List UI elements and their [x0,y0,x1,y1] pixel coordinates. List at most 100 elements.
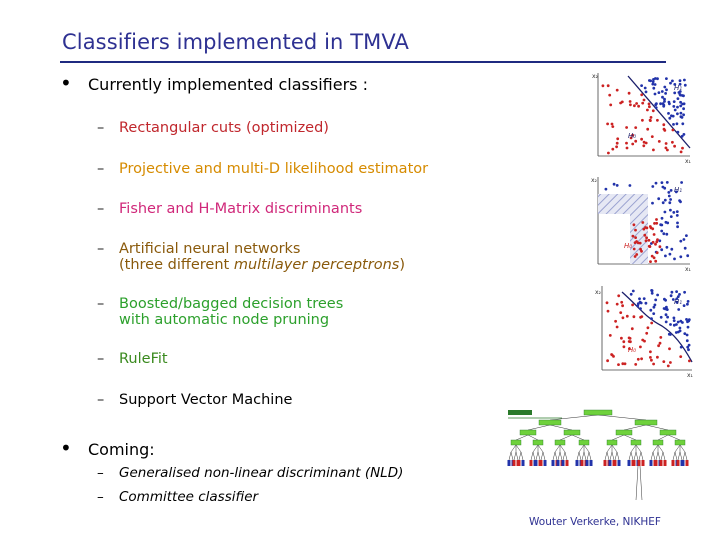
background-point [650,254,654,258]
signal-point [672,123,675,126]
tree-edge [609,451,613,461]
background-point [629,136,633,140]
signal-point [652,312,656,315]
signal-point [644,301,648,305]
signal-point [685,234,688,237]
signal-point [667,194,671,198]
tree-edge [564,451,568,461]
tree-edge [623,434,637,441]
signal-point [674,190,678,194]
tree-edge [672,451,676,461]
tree-edge [578,451,582,461]
background-point [657,140,661,143]
signal-points [629,289,691,352]
tree-edge [552,451,556,461]
tree-edge [578,444,585,453]
signal-point [654,181,658,185]
background-point [640,137,643,141]
cut-region [598,194,648,264]
signal-label: H₁ [674,298,682,306]
signal-point [666,315,669,319]
tree-edge [571,434,585,441]
tree-edge [657,444,664,453]
signal-point [663,198,667,202]
signal-point [657,91,661,94]
signal-point [629,292,633,296]
signal-point [673,257,676,261]
dash: – [97,241,105,257]
background-point [633,255,637,258]
signal-point [678,293,681,296]
tree-leaf [585,460,589,466]
tree-edge [597,414,647,421]
background-point [616,137,620,141]
signal-point [670,247,674,251]
signal-point [686,302,689,306]
signal-point [664,313,668,317]
background-point [648,225,652,228]
signal-point [664,92,667,95]
decision-boundary [627,75,691,149]
background-point [606,84,610,88]
signal-point [676,295,680,298]
background-point [634,363,638,366]
tree-node [532,439,544,446]
tree-leaf [543,460,547,466]
signal-point [663,186,667,190]
background-point [610,122,614,126]
tree-edge [633,451,637,461]
dash: – [97,161,105,177]
background-point [633,241,637,244]
tree-leaf [637,460,641,466]
tree-leaf [529,460,533,466]
signal-point [679,111,683,115]
background-point [651,240,655,244]
background-point [615,302,619,306]
signal-point [676,225,679,229]
signal-point [636,304,640,308]
tree-leaf [556,460,560,466]
background-point [611,147,615,151]
background-label: H₀ [628,346,636,354]
background-point [671,140,674,144]
tree-edge [655,451,659,461]
signal-point [679,239,683,243]
background-point [639,345,642,349]
y-axis-label: x₂ [592,73,599,80]
tree-edge [518,451,522,461]
tree-edge [606,451,610,461]
signal-point [678,79,682,83]
classifier-label: Support Vector Machine [119,392,293,408]
tree-leaf [641,460,645,466]
background-point [631,133,634,137]
tree-leaf [627,460,631,466]
background-points [601,84,684,155]
signal-point [680,181,683,184]
signal-label: H₁ [674,186,682,194]
signal-point [669,189,673,192]
title-underline [60,61,666,63]
background-point [625,141,628,145]
tree-edge [645,424,669,431]
background-point [609,103,613,107]
background-point [650,358,653,362]
tree-leaf [580,460,584,466]
tree-leaf [565,460,569,466]
tree-edge [657,434,669,441]
decision-boundary [621,291,693,363]
background-point [630,327,634,331]
tree-edge [640,451,644,461]
signal-point [604,187,608,191]
x-axis-label: x₁ [685,158,692,164]
signal-point [671,79,674,83]
signal-point [672,105,676,108]
background-point [655,218,658,221]
signal-point [670,114,673,118]
signal-point [682,238,686,241]
tree-edge [588,451,592,461]
signal-point [687,343,691,347]
tree-edge [527,434,539,441]
sublabel-post: ) [399,257,405,273]
plot-frame [588,68,696,164]
footer-author: Wouter Verkerke, NIKHEF [529,516,661,528]
